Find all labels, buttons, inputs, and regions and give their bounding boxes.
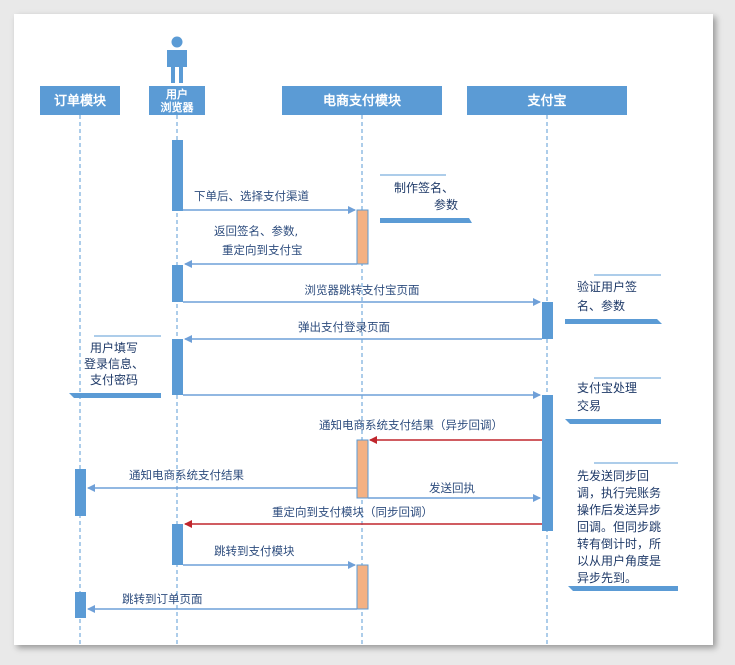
sequence-diagram: 订单模块 用户 浏览器 电商支付模块 支付宝 下单后、选择支付渠道 返回签名、参… [40,36,678,645]
activation-browser-4 [172,524,183,565]
participant-browser-label-line2: 浏览器 [161,100,195,114]
message-label: 发送回执 [429,481,475,495]
message-label: 浏览器跳转支付宝页面 [305,283,420,297]
activations [75,140,553,618]
participant-ecpay-box [282,86,442,115]
note-verify-line1: 验证用户签 [577,279,637,294]
note-explain-line4: 回调。但同步跳 [577,520,661,534]
participant-browser-box [149,86,205,115]
message-label: 通知电商系统支付结果（异步回调） [319,418,503,432]
note-login-line2: 登录信息、 [84,356,144,371]
participant-browser-label-line1: 用户 [166,87,188,101]
message-label: 跳转到订单页面 [122,592,203,606]
activation-alipay-1 [542,302,553,339]
participant-headers: 订单模块 用户 浏览器 电商支付模块 支付宝 [40,86,627,115]
messages: 下单后、选择支付渠道 返回签名、参数, 重定向到支付宝 浏览器跳转支付宝页面 弹… [87,189,542,613]
note-verify: 验证用户签 名、参数 [565,274,662,324]
note-explain-line1: 先发送同步回 [577,468,649,483]
note-login-line1: 用户填写 [90,340,138,355]
note-process-line2: 交易 [577,398,601,413]
note-login-line3: 支付密码 [90,372,138,387]
activation-ecpay-2 [356,439,369,499]
participant-ecpay-label: 电商支付模块 [323,93,402,109]
message-label: 跳转到支付模块 [214,544,295,558]
activation-browser-2 [172,265,183,302]
diagram-frame: 订单模块 用户 浏览器 电商支付模块 支付宝 下单后、选择支付渠道 返回签名、参… [14,14,713,645]
activation-ecpay-1 [356,209,369,265]
participant-alipay-label: 支付宝 [526,93,566,109]
note-explain-line7: 异步先到。 [577,571,637,585]
participant-alipay-box [467,86,627,115]
note-verify-line2: 名、参数 [577,298,625,313]
note-process: 支付宝处理 交易 [565,377,661,424]
note-sign: 制作签名、 参数 [380,174,472,223]
note-explain-line5: 转有倒计时，所 [577,536,661,551]
message-label: 重定向到支付模块（同步回调） [272,505,433,519]
message-label: 下单后、选择支付渠道 [194,189,309,203]
message-label: 返回签名、参数, [214,224,298,238]
note-sign-line2: 参数 [434,197,458,212]
note-login: 用户填写 登录信息、 支付密码 [69,335,161,398]
activation-order-2 [75,592,86,618]
note-explain-line2: 调，执行完账务 [577,485,661,500]
person-icon [167,36,187,83]
activation-alipay-2 [542,395,553,531]
activation-browser-3 [172,339,183,395]
participant-order-box [40,86,120,115]
activation-order-1 [75,469,86,516]
note-explain: 先发送同步回 调，执行完账务 操作后发送异步 回调。但同步跳 转有倒计时，所 以… [568,462,678,591]
message-label: 通知电商系统支付结果 [129,468,244,482]
note-explain-line6: 以从用户角度是 [577,553,661,568]
note-process-line1: 支付宝处理 [577,381,637,395]
message-label: 弹出支付登录页面 [298,320,390,334]
note-explain-line3: 操作后发送异步 [577,502,661,517]
activation-browser-1 [172,140,183,211]
note-sign-line1: 制作签名、 [394,180,454,195]
message-label: 重定向到支付宝 [222,243,303,257]
activation-ecpay-3 [356,564,369,610]
participant-order-label: 订单模块 [54,93,107,109]
